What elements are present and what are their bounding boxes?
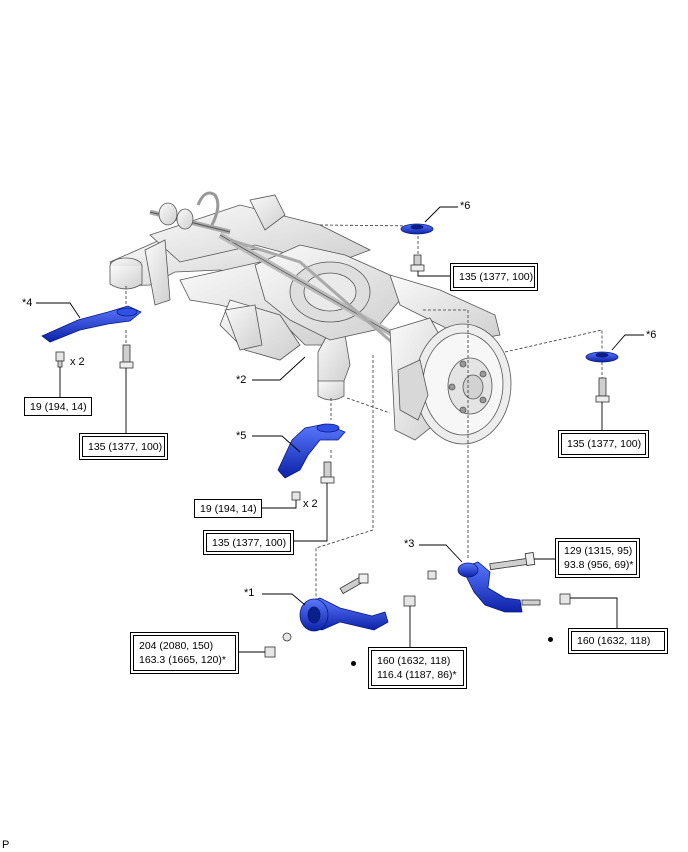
torque-value-93-8: 93.8 (956, 69)* bbox=[564, 559, 634, 571]
callout-part-6-right: *6 bbox=[646, 329, 657, 341]
torque-value-129: 129 (1315, 95) bbox=[564, 545, 633, 557]
torque-box-right-135: 135 (1377, 100) bbox=[558, 430, 649, 458]
callout-part-6-top: *6 bbox=[460, 200, 471, 212]
quantity-label-left: x 2 bbox=[70, 356, 85, 368]
lower-arm-part-1 bbox=[299, 597, 389, 632]
subframe-assembly bbox=[109, 191, 512, 445]
washer-part-6-top bbox=[400, 223, 434, 235]
torque-box-left-135: 135 (1377, 100) bbox=[79, 433, 168, 460]
torque-box-mid-135: 135 (1377, 100) bbox=[203, 530, 294, 555]
torque-box-left-19: 19 (194, 14) bbox=[24, 397, 92, 416]
bullet-mark-lower bbox=[351, 661, 356, 666]
torque-value-163-3: 163.3 (1665, 120)* bbox=[139, 654, 226, 666]
blue-parts bbox=[41, 223, 619, 632]
corner-mark: P bbox=[2, 839, 10, 851]
upper-arm-part-3 bbox=[457, 561, 523, 613]
torque-box-129: 129 (1315, 95) 93.8 (956, 69)* bbox=[555, 538, 640, 578]
torque-box-mid-19: 19 (194, 14) bbox=[194, 499, 262, 518]
torque-box-top-135: 135 (1377, 100) bbox=[450, 263, 538, 291]
solid-leader-lines bbox=[36, 206, 644, 653]
torque-value-116-4: 116.4 (1187, 86)* bbox=[377, 669, 457, 681]
quantity-label-mid: x 2 bbox=[303, 498, 318, 510]
fasteners bbox=[55, 254, 610, 658]
torque-value-160: 160 (1632, 118) bbox=[377, 655, 451, 667]
torque-box-right-160: 160 (1632, 118) bbox=[568, 628, 668, 654]
callout-part-4: *4 bbox=[22, 297, 33, 309]
washer-part-6-right bbox=[585, 351, 619, 363]
callout-part-1: *1 bbox=[244, 587, 255, 599]
callout-part-5: *5 bbox=[236, 430, 247, 442]
bracket-part-5 bbox=[277, 423, 346, 479]
torque-value-204: 204 (2080, 150) bbox=[139, 640, 214, 652]
bracket-part-4 bbox=[41, 305, 142, 343]
torque-box-204: 204 (2080, 150) 163.3 (1665, 120)* bbox=[130, 632, 239, 674]
callout-part-2: *2 bbox=[236, 374, 247, 386]
dashed-leader-lines bbox=[125, 224, 603, 600]
torque-box-160-lower: 160 (1632, 118) 116.4 (1187, 86)* bbox=[368, 647, 467, 689]
bullet-mark-right bbox=[548, 637, 553, 642]
callout-part-3: *3 bbox=[404, 538, 415, 550]
